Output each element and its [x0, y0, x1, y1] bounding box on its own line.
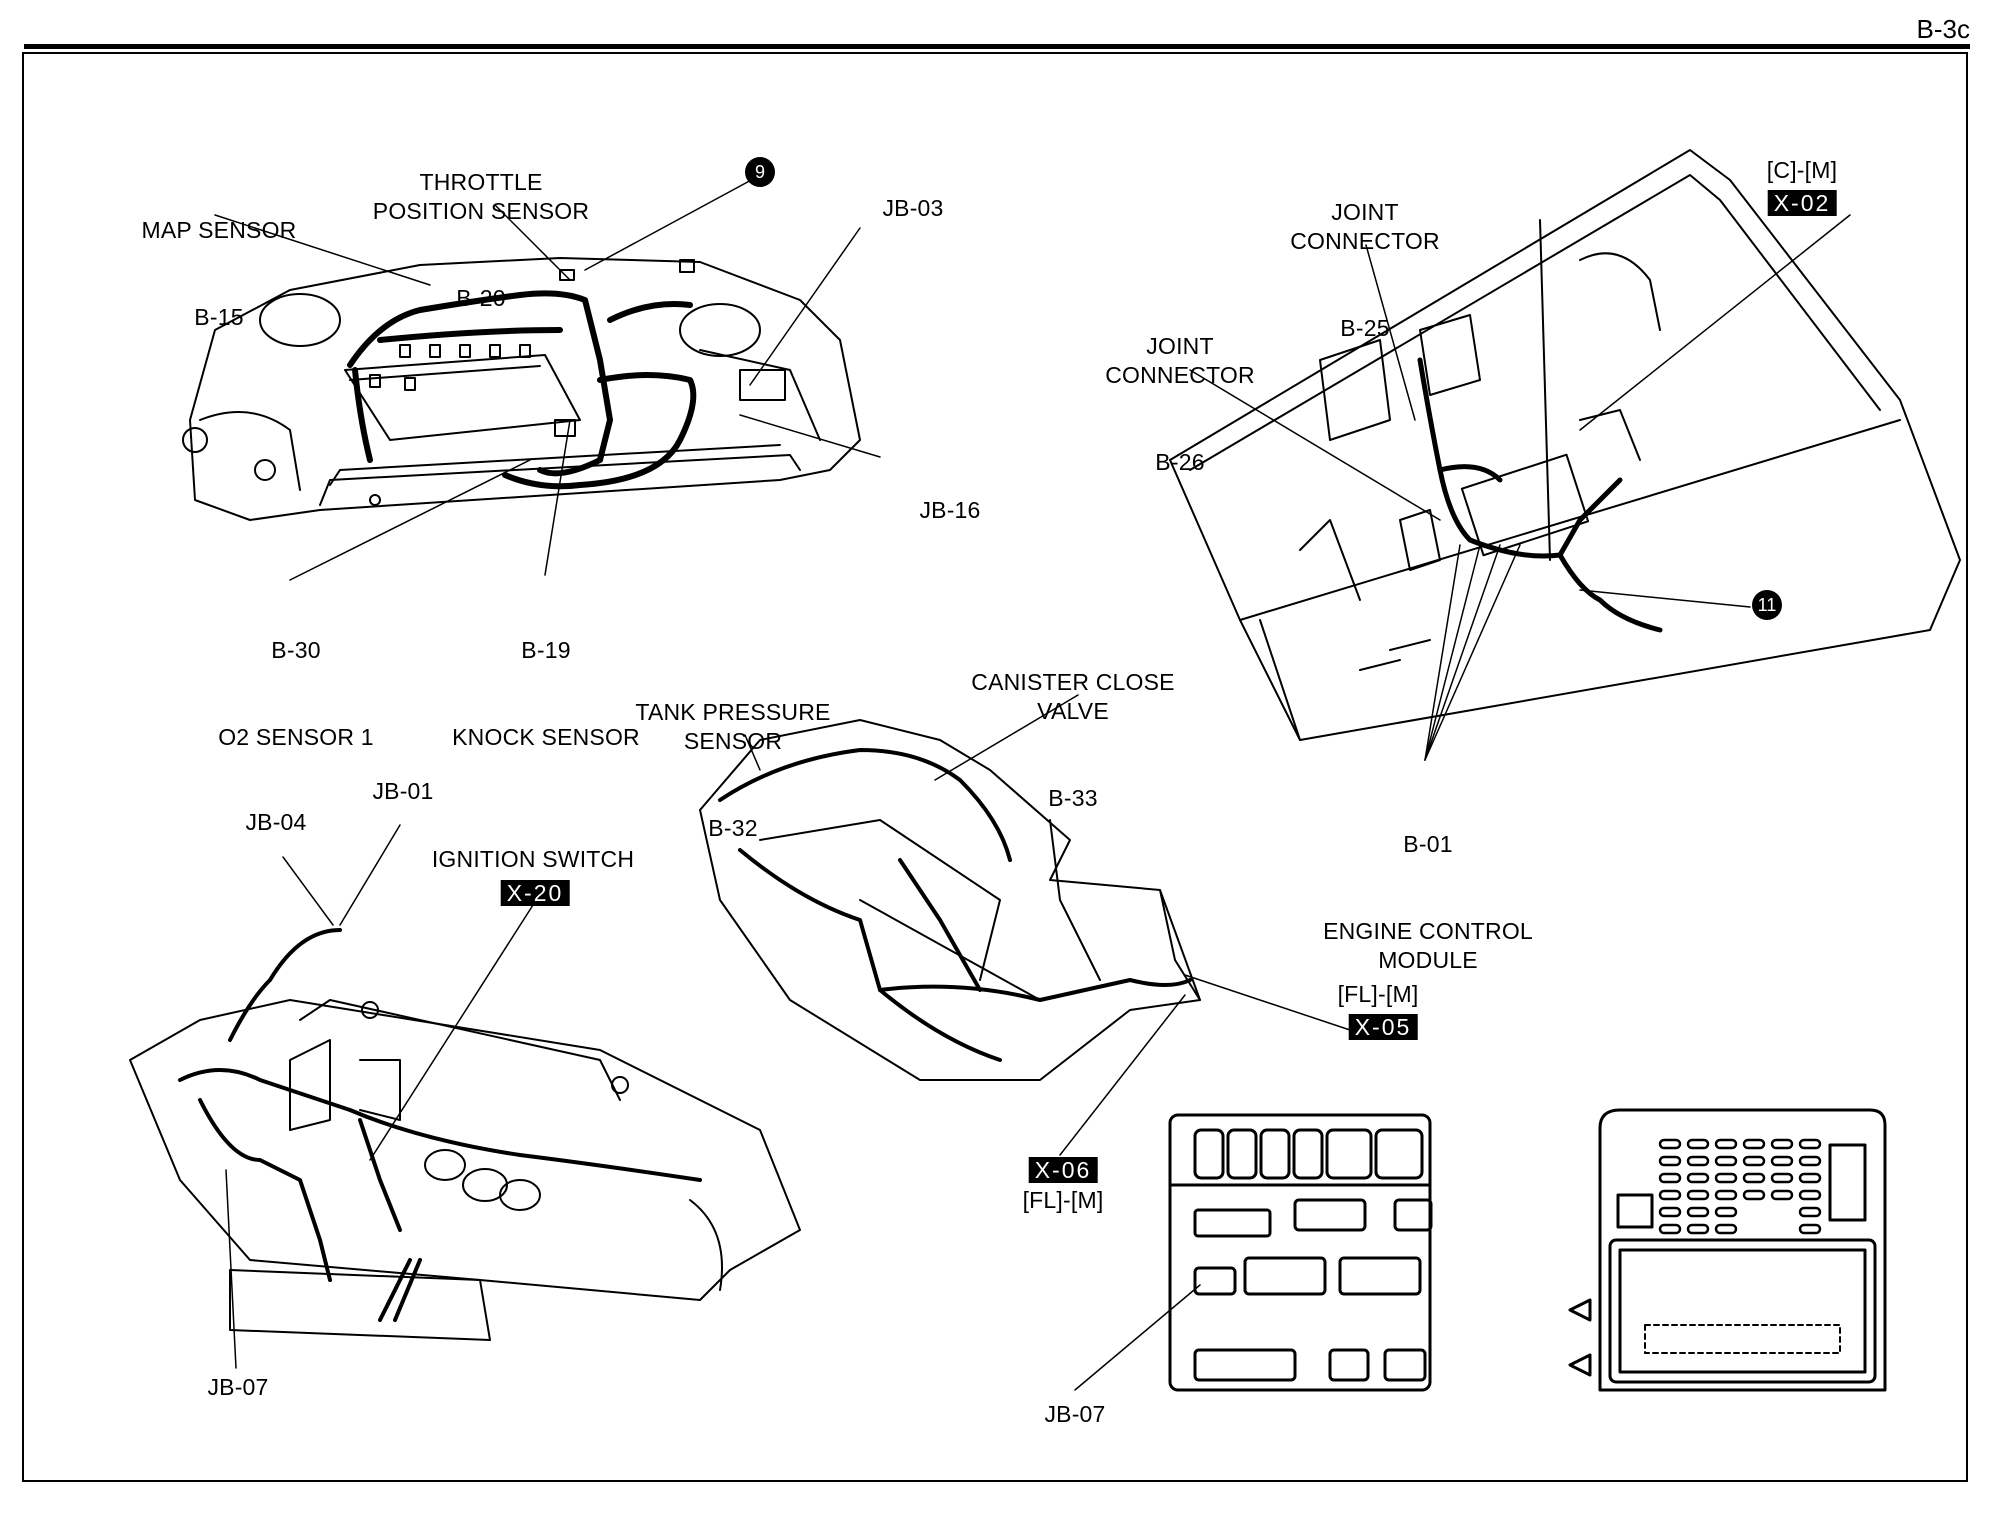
label-ignition-switch: IGNITION SWITCH	[431, 846, 635, 872]
callout-badge-9: 9	[745, 157, 775, 187]
fuse-slot	[1714, 1206, 1738, 1218]
label-joint-connector-b25: JOINT CONNECTOR B-25	[1290, 140, 1440, 372]
header-rule	[24, 44, 1970, 49]
page-id: B-3c	[1916, 14, 1970, 44]
tps-code: B-20	[456, 285, 506, 311]
fuse-slot	[1686, 1155, 1710, 1167]
fuse-slot	[1714, 1223, 1738, 1235]
connector-tag-x02: X-02	[1767, 190, 1837, 216]
ecm-code: B-01	[1403, 831, 1453, 857]
label-o2-sensor: B-30 O2 SENSOR 1	[218, 578, 374, 781]
underbody-drawing	[699, 719, 1201, 1081]
dashboard-leaders	[225, 824, 534, 1369]
fuse-slot	[1770, 1138, 1794, 1150]
fuse-slot	[1714, 1172, 1738, 1184]
connector-location-c-m: [C]-[M]	[1766, 157, 1838, 183]
fuse-grid	[1658, 1138, 1822, 1235]
fuse-slot	[1714, 1155, 1738, 1167]
fuse-slot	[1658, 1138, 1682, 1150]
map-sensor-code: B-15	[194, 304, 244, 330]
joint-b25-code: B-25	[1340, 315, 1390, 341]
fuse-slot	[1798, 1206, 1822, 1218]
label-jb-04: JB-04	[245, 809, 307, 835]
fuse-slot	[1798, 1138, 1822, 1150]
fuse-slot	[1798, 1172, 1822, 1184]
label-jb-16: JB-16	[919, 497, 981, 523]
floor-drawing	[1169, 149, 1961, 741]
fuse-slot	[1770, 1172, 1794, 1184]
fuse-slot	[1742, 1155, 1766, 1167]
fuse-slot	[1770, 1189, 1794, 1201]
fuse-slot	[1658, 1206, 1682, 1218]
fuse-slot	[1798, 1223, 1822, 1235]
label-canister-close-valve: CANISTER CLOSE VALVE B-33	[971, 610, 1174, 842]
connector-location-fl-m-x06: [FL]-[M]	[1022, 1187, 1104, 1213]
junction-box-front	[1074, 1113, 1433, 1392]
engine-bay-drawing	[182, 257, 861, 521]
label-tank-pressure-sensor: TANK PRESSURE SENSOR B-32	[635, 640, 830, 872]
canister-valve-name: CANISTER CLOSE VALVE	[971, 669, 1175, 724]
fuse-slot	[1742, 1172, 1766, 1184]
floor-leaders	[1189, 214, 1851, 761]
label-joint-connector-b26: JOINT CONNECTOR B-26	[1105, 274, 1255, 506]
label-map-sensor: MAP SENSOR B-15	[142, 158, 297, 361]
joint-b26-code: B-26	[1155, 449, 1205, 475]
fuse-slot	[1658, 1172, 1682, 1184]
tank-pressure-code: B-32	[708, 815, 758, 841]
canister-valve-code: B-33	[1048, 785, 1098, 811]
fuse-slot	[1770, 1155, 1794, 1167]
joint-b25-name: JOINT CONNECTOR	[1290, 199, 1440, 254]
fuse-slot	[1686, 1189, 1710, 1201]
diagram-frame	[22, 52, 1968, 1482]
dashboard-harness	[178, 928, 702, 1322]
engine-bay-leaders	[214, 177, 881, 581]
connector-tag-x06: X-06	[1028, 1157, 1098, 1183]
fuse-slot	[1686, 1223, 1710, 1235]
junction-box-rear	[1568, 1108, 1887, 1392]
engine-harness	[347, 290, 697, 490]
underbody-leaders	[744, 694, 1351, 1156]
connector-tag-x20: X-20	[500, 880, 570, 906]
floor-harness	[1417, 357, 1663, 633]
fuse-slot	[1658, 1189, 1682, 1201]
connector-location-fl-m-x05: [FL]-[M]	[1337, 981, 1419, 1007]
fuse-slot	[1658, 1223, 1682, 1235]
ecm-name: ENGINE CONTROL MODULE	[1323, 918, 1533, 973]
fuse-slot	[1658, 1155, 1682, 1167]
label-throttle-position-sensor: THROTTLE POSITION SENSOR B-20	[373, 110, 589, 342]
engine-connectors	[369, 259, 695, 437]
fuse-slot	[1686, 1172, 1710, 1184]
connector-tag-x05: X-05	[1348, 1014, 1418, 1040]
label-jb-03: JB-03	[882, 195, 944, 221]
underbody-harness	[718, 748, 1192, 1062]
dashboard-drawing	[129, 999, 801, 1341]
map-sensor-name: MAP SENSOR	[141, 217, 297, 243]
fuse-slot	[1742, 1189, 1766, 1201]
knock-sensor-code: B-19	[521, 637, 571, 663]
tank-pressure-name: TANK PRESSURE SENSOR	[635, 699, 831, 754]
fuse-slot	[1742, 1138, 1766, 1150]
tps-name: THROTTLE POSITION SENSOR	[372, 169, 590, 224]
label-jb-01: JB-01	[372, 778, 434, 804]
fuse-slot	[1714, 1189, 1738, 1201]
label-jb-07-dashboard: JB-07	[207, 1374, 269, 1400]
label-knock-sensor: B-19 KNOCK SENSOR	[452, 578, 640, 781]
fuse-slot	[1714, 1138, 1738, 1150]
callout-badge-11: 11	[1752, 590, 1782, 620]
o2-sensor-code: B-30	[271, 637, 321, 663]
label-engine-control-module: B-01 ENGINE CONTROL MODULE	[1323, 772, 1533, 1004]
o2-sensor-name: O2 SENSOR 1	[218, 724, 374, 750]
fuse-slot	[1798, 1189, 1822, 1201]
fuse-slot	[1686, 1206, 1710, 1218]
joint-b26-name: JOINT CONNECTOR	[1105, 333, 1255, 388]
label-jb-07-junction-box: JB-07	[1044, 1401, 1106, 1427]
fuse-slot	[1686, 1138, 1710, 1150]
knock-sensor-name: KNOCK SENSOR	[452, 724, 640, 750]
fuse-slot	[1798, 1155, 1822, 1167]
